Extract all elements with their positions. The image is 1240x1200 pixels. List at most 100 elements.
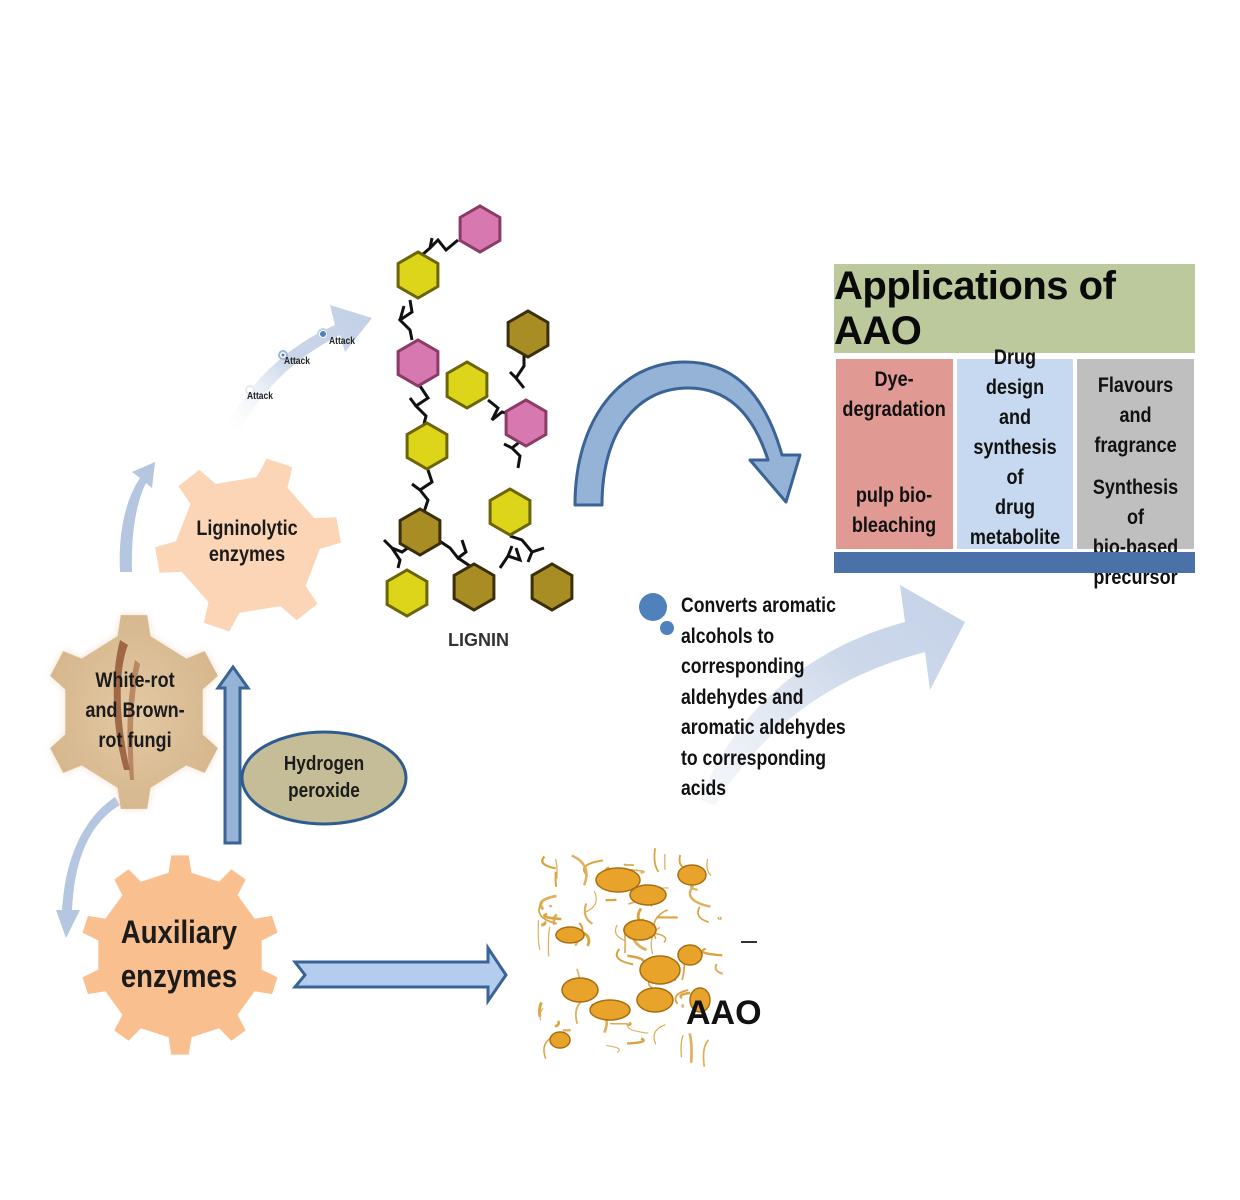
protein-loop: [679, 991, 691, 1000]
protein-loop: [541, 855, 556, 870]
protein-loop: [614, 924, 626, 942]
attack-label-1: Attack: [247, 391, 273, 402]
protein-loop: [650, 926, 661, 955]
protein-loop: [539, 1007, 544, 1021]
protein-loop: [538, 901, 558, 925]
bullet-large-icon: [639, 593, 667, 621]
protein-loop: [605, 898, 617, 902]
lignin-bond: [498, 545, 523, 569]
protein-loop: [680, 1035, 684, 1058]
hexagon-yellow: [405, 421, 449, 471]
attack-label-3: Attack: [329, 336, 355, 347]
protein-loop: [623, 863, 634, 866]
hexagon-yellow: [488, 487, 532, 537]
protein-helix: [623, 919, 657, 941]
auxiliary-gear: [82, 855, 278, 1055]
lignin-bond: [397, 299, 414, 341]
protein-loop: [554, 858, 558, 879]
protein-helix: [689, 987, 711, 1013]
hydrogen-peroxide-ellipse: [240, 730, 408, 826]
protein-loop: [697, 906, 710, 924]
ligninolytic-gear: [155, 458, 341, 632]
auxiliary-enzymes-label: Auxiliary enzymes: [120, 914, 238, 994]
aao-label: AAO: [686, 994, 762, 1032]
protein-loop: [583, 890, 597, 914]
fungus-streak: [113, 640, 130, 770]
applications-footer-bar: [834, 552, 1195, 573]
hexagon-yellow: [385, 568, 429, 618]
application-item: pulp bio- bleaching: [852, 484, 937, 537]
application-item: Drug design and synthesis of drug metabo…: [969, 346, 1061, 549]
hexagon-pink: [504, 398, 548, 448]
lignin-bond: [411, 469, 434, 513]
protein-loop: [547, 926, 551, 957]
protein-loop: [652, 909, 669, 940]
protein-helix: [639, 955, 681, 985]
protein-helix: [677, 944, 703, 966]
application-drug-design: Drug design and synthesis of drug metabo…: [957, 346, 1073, 549]
lignin-bond: [421, 237, 459, 257]
protein-loop: [543, 912, 562, 921]
protein-loop: [537, 920, 541, 951]
lignin-bond: [437, 538, 471, 568]
attack-label-2: Attack: [284, 356, 310, 367]
protein-loop: [615, 948, 634, 966]
ligninolytic-enzymes-label: Ligninolytic enzymes: [196, 517, 298, 567]
protein-loop: [571, 854, 588, 886]
protein-helix: [629, 884, 667, 906]
protein-helix: [677, 864, 707, 886]
protein-loop: [678, 854, 685, 869]
hexagon-brown: [452, 562, 496, 612]
protein-helix: [636, 987, 674, 1013]
protein-loop: [701, 947, 723, 957]
protein-loop: [688, 1033, 693, 1063]
applications-title: Applications of AAO: [834, 264, 1195, 353]
application-item: Synthesis of bio-based precursor: [1092, 476, 1179, 589]
attack-arrow: [225, 305, 372, 430]
fungi-gear: [50, 615, 218, 809]
protein-loop: [627, 1037, 645, 1045]
lignin-to-applications-arrow: [573, 360, 802, 507]
protein-helix: [555, 926, 585, 944]
protein-loop: [540, 920, 547, 927]
lignin-bond: [508, 354, 526, 389]
application-item: Flavours and fragrance: [1094, 374, 1177, 457]
protein-helix: [595, 867, 641, 893]
application-dye-degradation: Dye- degradation pulp bio- bleaching: [836, 359, 953, 549]
hexagon-yellow: [445, 360, 489, 410]
hexagon-pink: [396, 338, 440, 388]
protein-loop: [653, 848, 660, 873]
hexagon-brown: [398, 507, 442, 557]
hydrogen-peroxide-label: Hydrogen peroxide: [283, 753, 365, 802]
protein-helix: [549, 1031, 571, 1049]
lignin-structure: [382, 204, 574, 618]
fungi-to-auxiliary-arrow: [56, 797, 120, 938]
hexagon-brown: [506, 309, 550, 359]
protein-loop: [627, 1021, 649, 1034]
hexagon-pink: [458, 204, 502, 254]
lignin-label: LIGNIN: [448, 630, 509, 650]
auxiliary-to-aao-arrow: [291, 943, 508, 1006]
protein-loop: [653, 1024, 666, 1045]
fungi-to-ligninolytic-arrow: [119, 462, 155, 572]
auxiliary-to-ligninolytic-arrow: [215, 664, 251, 845]
conversion-arrow: [700, 585, 965, 805]
protein-loop: [674, 989, 689, 1005]
protein-helix: [561, 977, 599, 1003]
protein-loop: [654, 932, 667, 943]
aao-protein-structure: [537, 848, 724, 1067]
protein-helix: [589, 999, 631, 1021]
protein-loop: [554, 871, 558, 887]
lignin-bond: [408, 385, 431, 425]
aao-function-description: Converts aromatic alcohols to correspond…: [681, 594, 846, 800]
protein-loop: [605, 1045, 620, 1053]
protein-loop: [574, 998, 585, 1025]
attack-dot-icon: [245, 385, 255, 395]
protein-loop: [706, 858, 712, 876]
hexagon-yellow: [396, 250, 440, 300]
protein-loop: [583, 903, 594, 925]
protein-loop: [539, 894, 557, 911]
fungi-label: White-rot and Brown- rot fungi: [85, 669, 185, 752]
application-flavours: Flavours and fragrance Synthesis of bio-…: [1077, 359, 1194, 589]
